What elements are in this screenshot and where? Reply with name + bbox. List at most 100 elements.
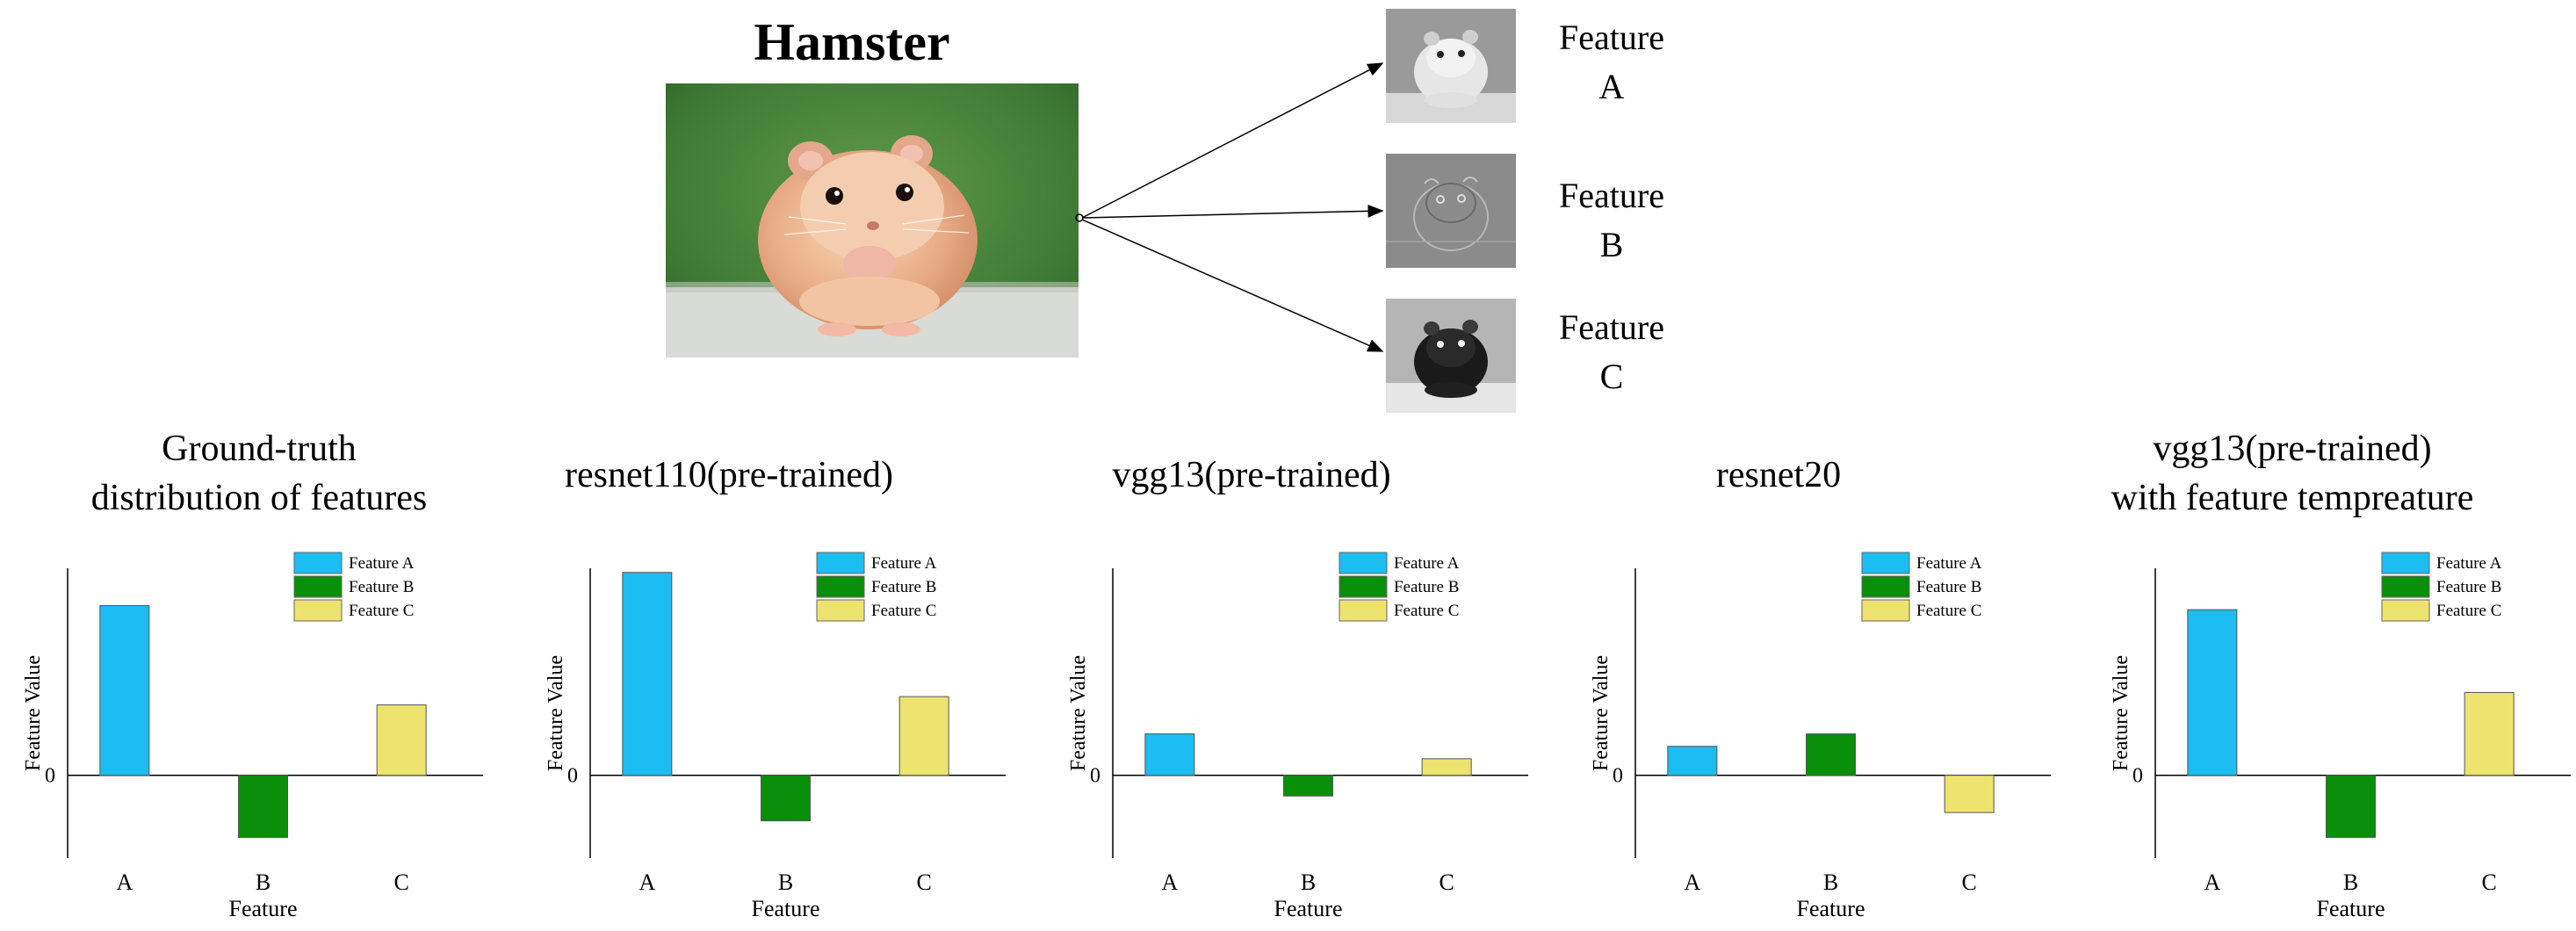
- arrow-to-feature-a: [1081, 62, 1384, 219]
- legend-swatch-2: [293, 575, 343, 598]
- x-tick-label: B: [1301, 870, 1316, 895]
- legend-label-2: Feature B: [1916, 578, 1981, 596]
- feature-b-label-line2: B: [1599, 225, 1624, 264]
- x-tick-label: B: [2343, 870, 2358, 895]
- feature-c-label: Feature C: [1533, 303, 1691, 401]
- feature-b-label-line1: Feature: [1559, 176, 1664, 215]
- x-axis-label: Feature: [752, 896, 820, 921]
- legend-swatch-2: [2381, 575, 2430, 598]
- arrow-to-feature-b: [1081, 204, 1384, 219]
- legend-swatch-1: [293, 552, 343, 574]
- x-tick-label: C: [916, 870, 931, 895]
- arrow-to-feature-c: [1081, 219, 1384, 352]
- x-axis-label: Feature: [229, 896, 298, 921]
- legend-swatch-3: [1861, 599, 1910, 622]
- legend-swatch-1: [1339, 552, 1388, 574]
- legend-label-3: Feature C: [1916, 602, 1981, 620]
- chart-1-title: Ground-truth distribution of features: [13, 424, 505, 523]
- chart-5-title-line1: vgg13(pre-trained): [2153, 429, 2432, 469]
- bar-c: [898, 696, 949, 776]
- legend-label-2: Feature B: [1394, 578, 1459, 596]
- bar-a: [1144, 733, 1195, 776]
- bar-b: [238, 775, 288, 838]
- feature-a-label-line2: A: [1598, 67, 1625, 106]
- x-tick-label: A: [1161, 870, 1178, 895]
- x-tick-label: A: [116, 870, 133, 895]
- legend-label-3: Feature C: [871, 602, 936, 620]
- bar-a: [622, 572, 673, 776]
- chart-3-title: vgg13(pre-trained): [1006, 451, 1497, 500]
- chart-2-title-line1: resnet110(pre-trained): [565, 455, 893, 495]
- legend-label-1: Feature A: [1394, 554, 1460, 573]
- y-tick-label: 0: [45, 765, 55, 788]
- legend-swatch-3: [816, 599, 865, 622]
- feature-a-label: Feature A: [1533, 13, 1691, 112]
- legend-swatch-3: [1339, 599, 1388, 622]
- bar-b: [761, 775, 811, 822]
- y-axis-label: Feature Value: [1590, 655, 1613, 771]
- legend-swatch-2: [1339, 575, 1388, 598]
- legend-label-1: Feature A: [1916, 554, 1982, 573]
- bar-a: [1667, 746, 1718, 776]
- legend-swatch-2: [1861, 575, 1910, 598]
- hamster-photo: [666, 83, 1079, 357]
- feature-b-label: Feature B: [1533, 171, 1691, 270]
- x-tick-label: B: [778, 870, 793, 895]
- x-tick-label: B: [256, 870, 271, 895]
- chart-1-title-line1: Ground-truth: [162, 429, 357, 469]
- x-tick-label: A: [639, 870, 655, 895]
- bar-a: [2187, 609, 2238, 776]
- feature-a-label-line1: Feature: [1559, 18, 1664, 57]
- bar-b: [2326, 775, 2376, 838]
- chart-4-title: resnet20: [1533, 451, 2024, 500]
- legend-label-1: Feature A: [2436, 554, 2502, 573]
- x-axis-label: Feature: [1797, 896, 1865, 921]
- chart-1-title-line2: distribution of features: [90, 478, 428, 518]
- x-tick-label: A: [1684, 870, 1700, 895]
- bar-c: [376, 704, 427, 776]
- legend-swatch-3: [2381, 599, 2430, 622]
- legend-label-2: Feature B: [349, 578, 414, 596]
- legend-swatch-1: [816, 552, 865, 574]
- bar-c: [1944, 775, 1995, 813]
- x-tick-label: C: [393, 870, 408, 895]
- x-tick-label: C: [1961, 870, 1976, 895]
- y-tick-label: 0: [2132, 765, 2143, 788]
- y-tick-label: 0: [567, 765, 578, 788]
- legend-label-3: Feature C: [1394, 602, 1459, 620]
- y-axis-label: Feature Value: [1067, 655, 1090, 771]
- chart-5-title: vgg13(pre-trained) with feature tempreat…: [2046, 424, 2538, 523]
- x-tick-label: A: [2204, 870, 2220, 895]
- legend-swatch-1: [1861, 552, 1910, 574]
- main-title: Hamster: [754, 13, 950, 71]
- x-tick-label: B: [1823, 870, 1838, 895]
- feature-c-label-line1: Feature: [1559, 307, 1664, 347]
- y-tick-label: 0: [1613, 765, 1623, 788]
- bar-b: [1283, 775, 1333, 797]
- x-axis-label: Feature: [2317, 896, 2385, 921]
- legend-label-3: Feature C: [349, 602, 414, 620]
- chart-2-title: resnet110(pre-trained): [483, 451, 975, 500]
- y-axis-label: Feature Value: [2110, 655, 2132, 771]
- x-axis-label: Feature: [1274, 896, 1343, 921]
- hamster-grayscale-thumbnail: [1386, 9, 1516, 123]
- legend-label-2: Feature B: [2436, 578, 2501, 596]
- chart-5-title-line2: with feature tempreature: [2111, 478, 2474, 518]
- bar-b: [1806, 733, 1856, 776]
- y-axis-label: Feature Value: [545, 655, 567, 771]
- y-tick-label: 0: [1090, 765, 1100, 788]
- x-tick-label: C: [1439, 870, 1454, 895]
- legend-swatch-2: [816, 575, 865, 598]
- chart-3-title-line1: vgg13(pre-trained): [1112, 455, 1391, 495]
- legend-label-1: Feature A: [871, 554, 937, 573]
- legend-label-3: Feature C: [2436, 602, 2501, 620]
- feature-c-label-line2: C: [1599, 357, 1624, 396]
- bar-a: [99, 604, 150, 776]
- bar-c: [2464, 691, 2515, 776]
- hamster-dark-thumbnail: [1386, 299, 1516, 413]
- legend-label-1: Feature A: [349, 554, 415, 573]
